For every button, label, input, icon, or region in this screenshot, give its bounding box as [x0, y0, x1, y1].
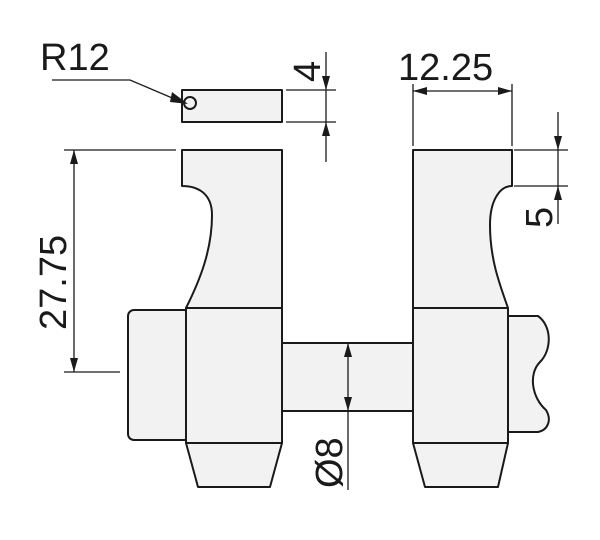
- right-spindle: [507, 315, 550, 433]
- radius-arrow: [170, 92, 188, 104]
- radius-dimension: R12: [40, 37, 188, 104]
- tip-thickness-dimension: 4: [286, 52, 336, 162]
- shaft-diameter-dimension: Ø8: [309, 343, 352, 490]
- step-label: 5: [519, 207, 561, 228]
- step-arrow-bottom: [554, 186, 562, 200]
- height-label: 27.75: [33, 235, 75, 330]
- left-anvil-arm: [181, 149, 283, 309]
- tip-width-dimension: 12.25: [398, 47, 513, 146]
- tip-width-arrow-left: [413, 87, 427, 95]
- tip-width-arrow-right: [498, 87, 512, 95]
- tip-piece: [181, 89, 283, 123]
- radius-label: R12: [40, 37, 110, 79]
- left-jaw: [127, 149, 283, 488]
- shaft-diameter-arrow-top: [344, 343, 352, 357]
- left-foot: [185, 442, 283, 488]
- right-jaw: [412, 149, 550, 488]
- left-cap: [127, 309, 191, 441]
- shaft-diameter-label: Ø8: [309, 437, 351, 488]
- radius-leader-line: [52, 79, 185, 104]
- right-block: [412, 307, 509, 444]
- shaft-diameter-arrow-bottom: [344, 397, 352, 411]
- tip-piece-body: [181, 89, 283, 123]
- height-dimension: 27.75: [33, 149, 176, 373]
- tip-width-label: 12.25: [398, 47, 493, 89]
- step-dimension: 5: [514, 112, 568, 228]
- step-arrow-top: [554, 136, 562, 150]
- tip-thickness-arrow-bottom: [322, 122, 330, 136]
- height-arrow-top: [70, 150, 78, 164]
- left-block: [185, 307, 283, 444]
- tip-thickness-label: 4: [287, 61, 329, 82]
- height-arrow-bottom: [70, 358, 78, 372]
- right-foot: [412, 442, 509, 488]
- tip-thickness-arrow-top: [322, 76, 330, 90]
- right-anvil-arm: [412, 149, 513, 309]
